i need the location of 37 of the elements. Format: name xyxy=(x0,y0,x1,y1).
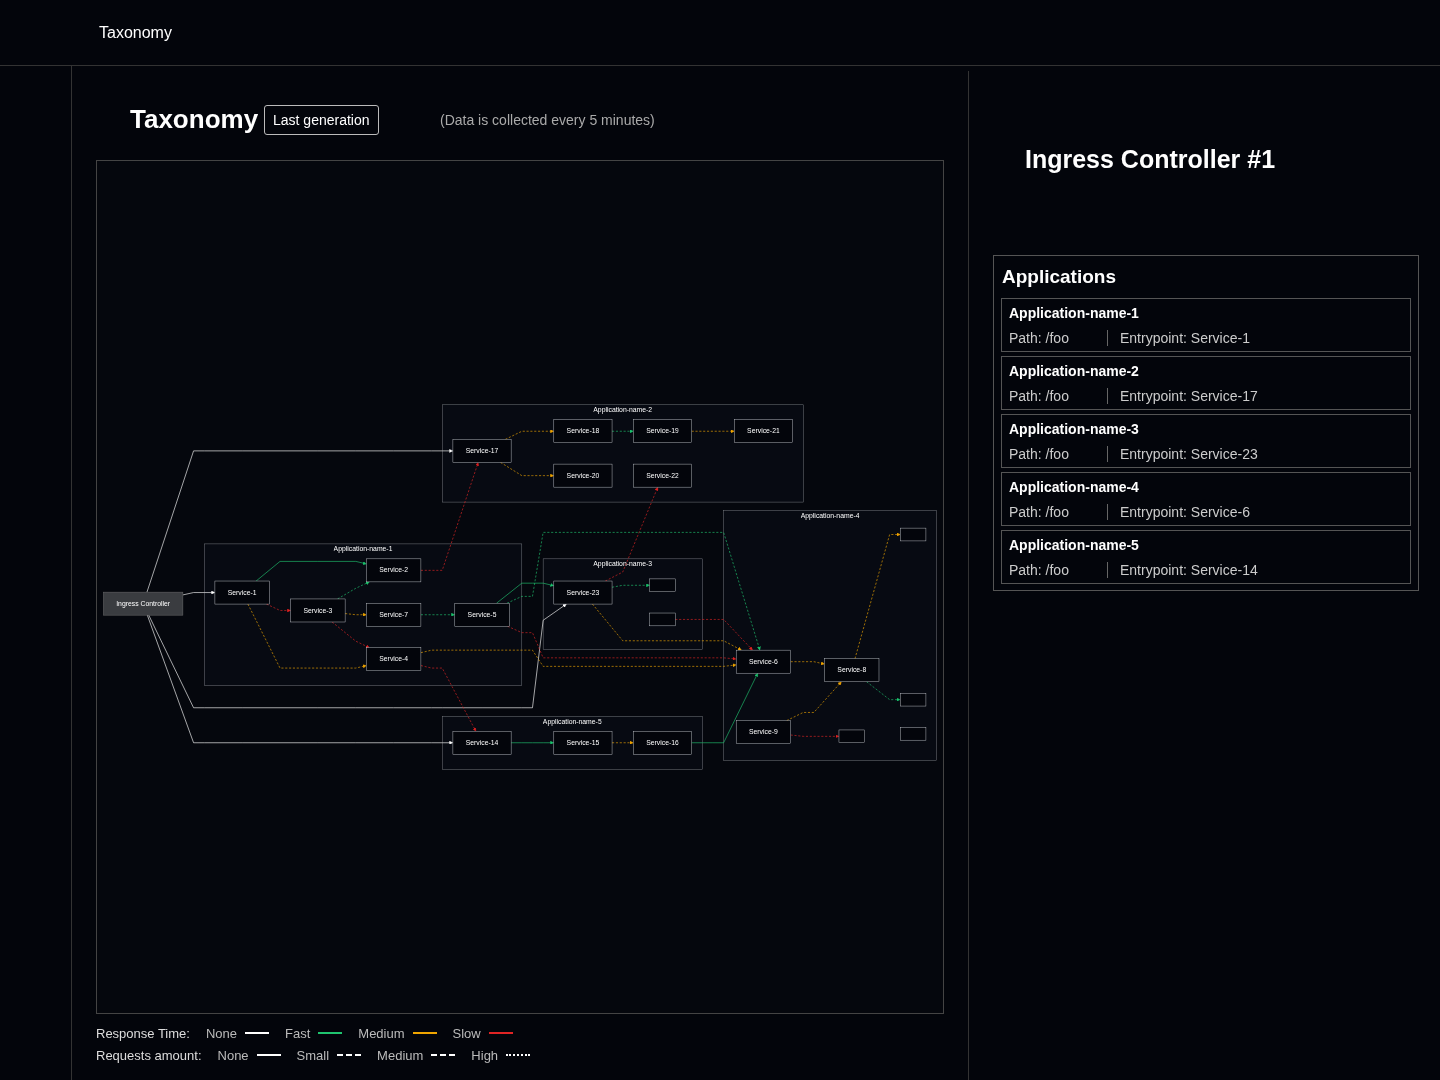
node-box xyxy=(900,693,927,707)
path-text: Path: /foo xyxy=(1009,562,1069,578)
page-title: Taxonomy xyxy=(130,104,259,135)
section-heading: Applications xyxy=(1002,266,1116,288)
node-box xyxy=(900,727,927,741)
note-text: (Data is collected every 5 minutes) xyxy=(440,112,655,128)
node-box xyxy=(838,729,865,743)
legend-text: Fast xyxy=(285,1025,311,1041)
path-text: Path: /foo xyxy=(1009,388,1069,404)
legend-text: Medium xyxy=(377,1047,424,1063)
entrypoint-text: Entrypoint: Service-17 xyxy=(1107,388,1258,404)
path-text: Path: /foo xyxy=(1009,330,1069,346)
entrypoint-text: Entrypoint: Service-23 xyxy=(1107,446,1258,462)
application-name: Application-name-3 xyxy=(1009,421,1139,437)
path-text: Path: /foo xyxy=(1009,446,1069,462)
legend-text: None xyxy=(205,1025,237,1041)
legend-heading: Requests amount: xyxy=(96,1047,202,1063)
application-name: Application-name-4 xyxy=(1009,479,1139,495)
entrypoint-text: Entrypoint: Service-1 xyxy=(1107,330,1250,346)
node-box xyxy=(649,578,676,592)
entrypoint-text: Entrypoint: Service-14 xyxy=(1107,562,1258,578)
legend-text: High xyxy=(471,1047,499,1063)
legend-text: Small xyxy=(296,1047,330,1063)
application-name: Application-name-1 xyxy=(1009,305,1139,321)
app-name: Taxonomy xyxy=(99,24,172,42)
application-name: Application-name-2 xyxy=(1009,363,1139,379)
legend-text: Medium xyxy=(358,1025,405,1041)
legend-heading: Response Time: xyxy=(96,1025,190,1041)
panel-title: Ingress Controller #1 xyxy=(1025,145,1276,174)
legend-text: Slow xyxy=(452,1025,481,1041)
entrypoint-text: Entrypoint: Service-6 xyxy=(1107,504,1250,520)
last-generation-button: Last generation xyxy=(264,105,379,135)
node-box xyxy=(900,527,927,542)
path-text: Path: /foo xyxy=(1009,504,1069,520)
application-name: Application-name-5 xyxy=(1009,537,1139,553)
legend-text: None xyxy=(217,1047,249,1063)
node-box xyxy=(649,612,676,627)
